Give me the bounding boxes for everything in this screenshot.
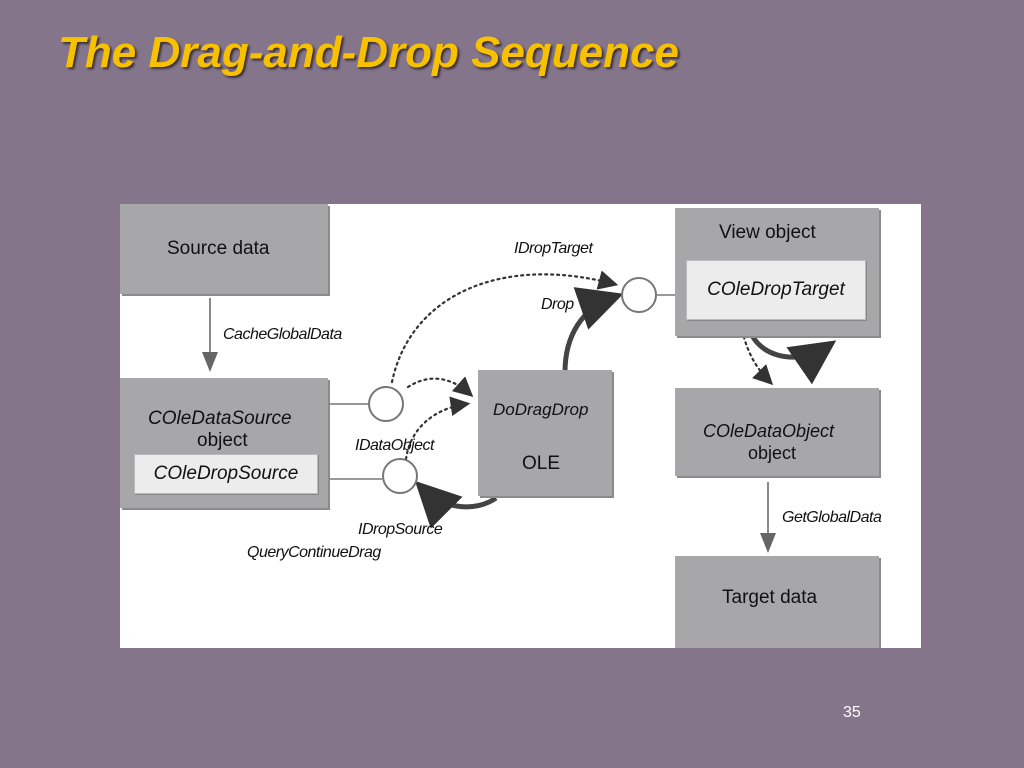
source-data-box: Source data xyxy=(120,204,328,294)
diagram-panel: Source data COleDataSource object COleDr… xyxy=(120,204,921,648)
idroptarget-port xyxy=(621,277,657,313)
dotted-arc-idataobject-to-droptarget xyxy=(390,270,619,384)
view-object-label: View object xyxy=(719,222,816,243)
cole-data-source-object-label: object xyxy=(197,430,248,451)
cole-data-source-label: COleDataSource xyxy=(148,408,292,429)
diagram-connectors xyxy=(202,270,837,553)
cole-data-object-object-label: object xyxy=(748,443,797,463)
drop-call-arrow xyxy=(562,287,624,373)
cole-drop-target-box: COleDropTarget xyxy=(686,260,866,320)
cole-drop-target-label: COleDropTarget xyxy=(707,279,845,300)
query-continue-drag-arrow xyxy=(414,480,498,529)
source-data-label: Source data xyxy=(167,238,270,259)
ole-label: OLE xyxy=(522,453,561,474)
get-global-data-label: GetGlobalData xyxy=(782,509,882,526)
dotted-arc-idropsource-to-ole xyxy=(404,396,471,461)
dotted-arc-idataobject-to-ole xyxy=(406,376,474,397)
cole-data-object-label: COleDataObject xyxy=(703,421,835,441)
idroptarget-label: IDropTarget xyxy=(514,240,593,257)
cole-drop-source-label: COleDropSource xyxy=(153,463,299,484)
idataobject-label: IDataObject xyxy=(355,437,434,454)
target-data-label: Target data xyxy=(722,587,818,608)
slide-title: The Drag-and-Drop Sequence xyxy=(58,28,679,77)
cole-drop-source-box: COleDropSource xyxy=(134,454,318,494)
drop-label: Drop xyxy=(541,296,574,313)
dodragdrop-label: DoDragDrop xyxy=(493,400,589,419)
idropsource-label: IDropSource xyxy=(358,521,443,538)
cache-global-data-label: CacheGlobalData xyxy=(223,326,342,343)
ole-box: DoDragDrop OLE xyxy=(478,370,612,496)
idropsource-port xyxy=(382,458,418,494)
cole-data-object-box: COleDataObject object xyxy=(675,388,879,476)
page-number: 35 xyxy=(843,704,861,721)
query-continue-drag-label: QueryContinueDrag xyxy=(247,544,381,561)
idataobject-port xyxy=(368,386,404,422)
target-data-box: Target data xyxy=(675,556,879,648)
